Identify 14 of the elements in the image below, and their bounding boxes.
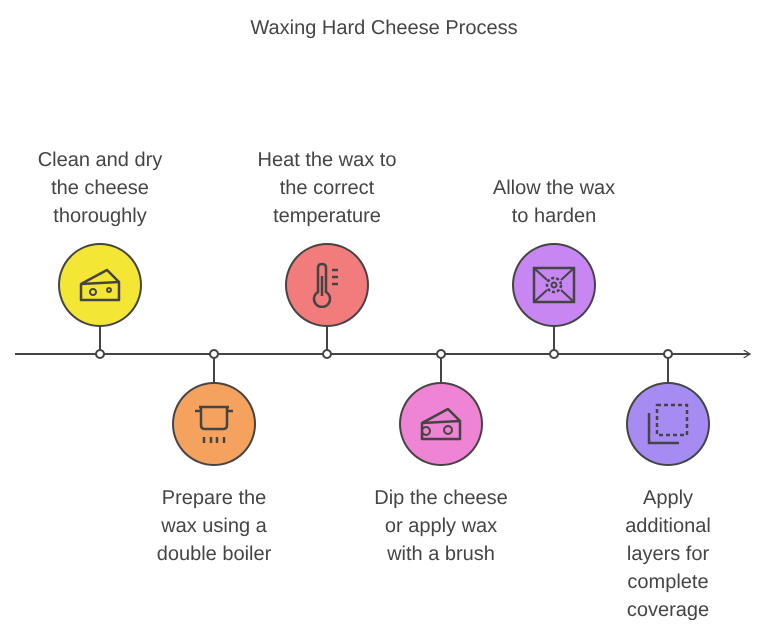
connector-line xyxy=(99,327,101,350)
connector-line xyxy=(326,327,328,350)
timeline-axis xyxy=(15,349,751,359)
step-label: Allow the wax to harden xyxy=(492,176,616,229)
step-label: Heat the wax to the correct temperature xyxy=(256,148,398,229)
step-label: Prepare the wax using a double boiler xyxy=(156,486,272,567)
step-label: Clean and dry the cheese thoroughly xyxy=(36,148,164,229)
connector-line xyxy=(667,358,669,382)
connector-line xyxy=(440,358,442,382)
connector-line xyxy=(213,358,215,382)
connector-line xyxy=(553,327,555,350)
step-label: Dip the cheese or apply wax with a brush xyxy=(373,486,509,567)
title: Waxing Hard Cheese Process xyxy=(249,16,519,41)
step-label: Apply additional layers for complete coverage xyxy=(624,486,712,623)
